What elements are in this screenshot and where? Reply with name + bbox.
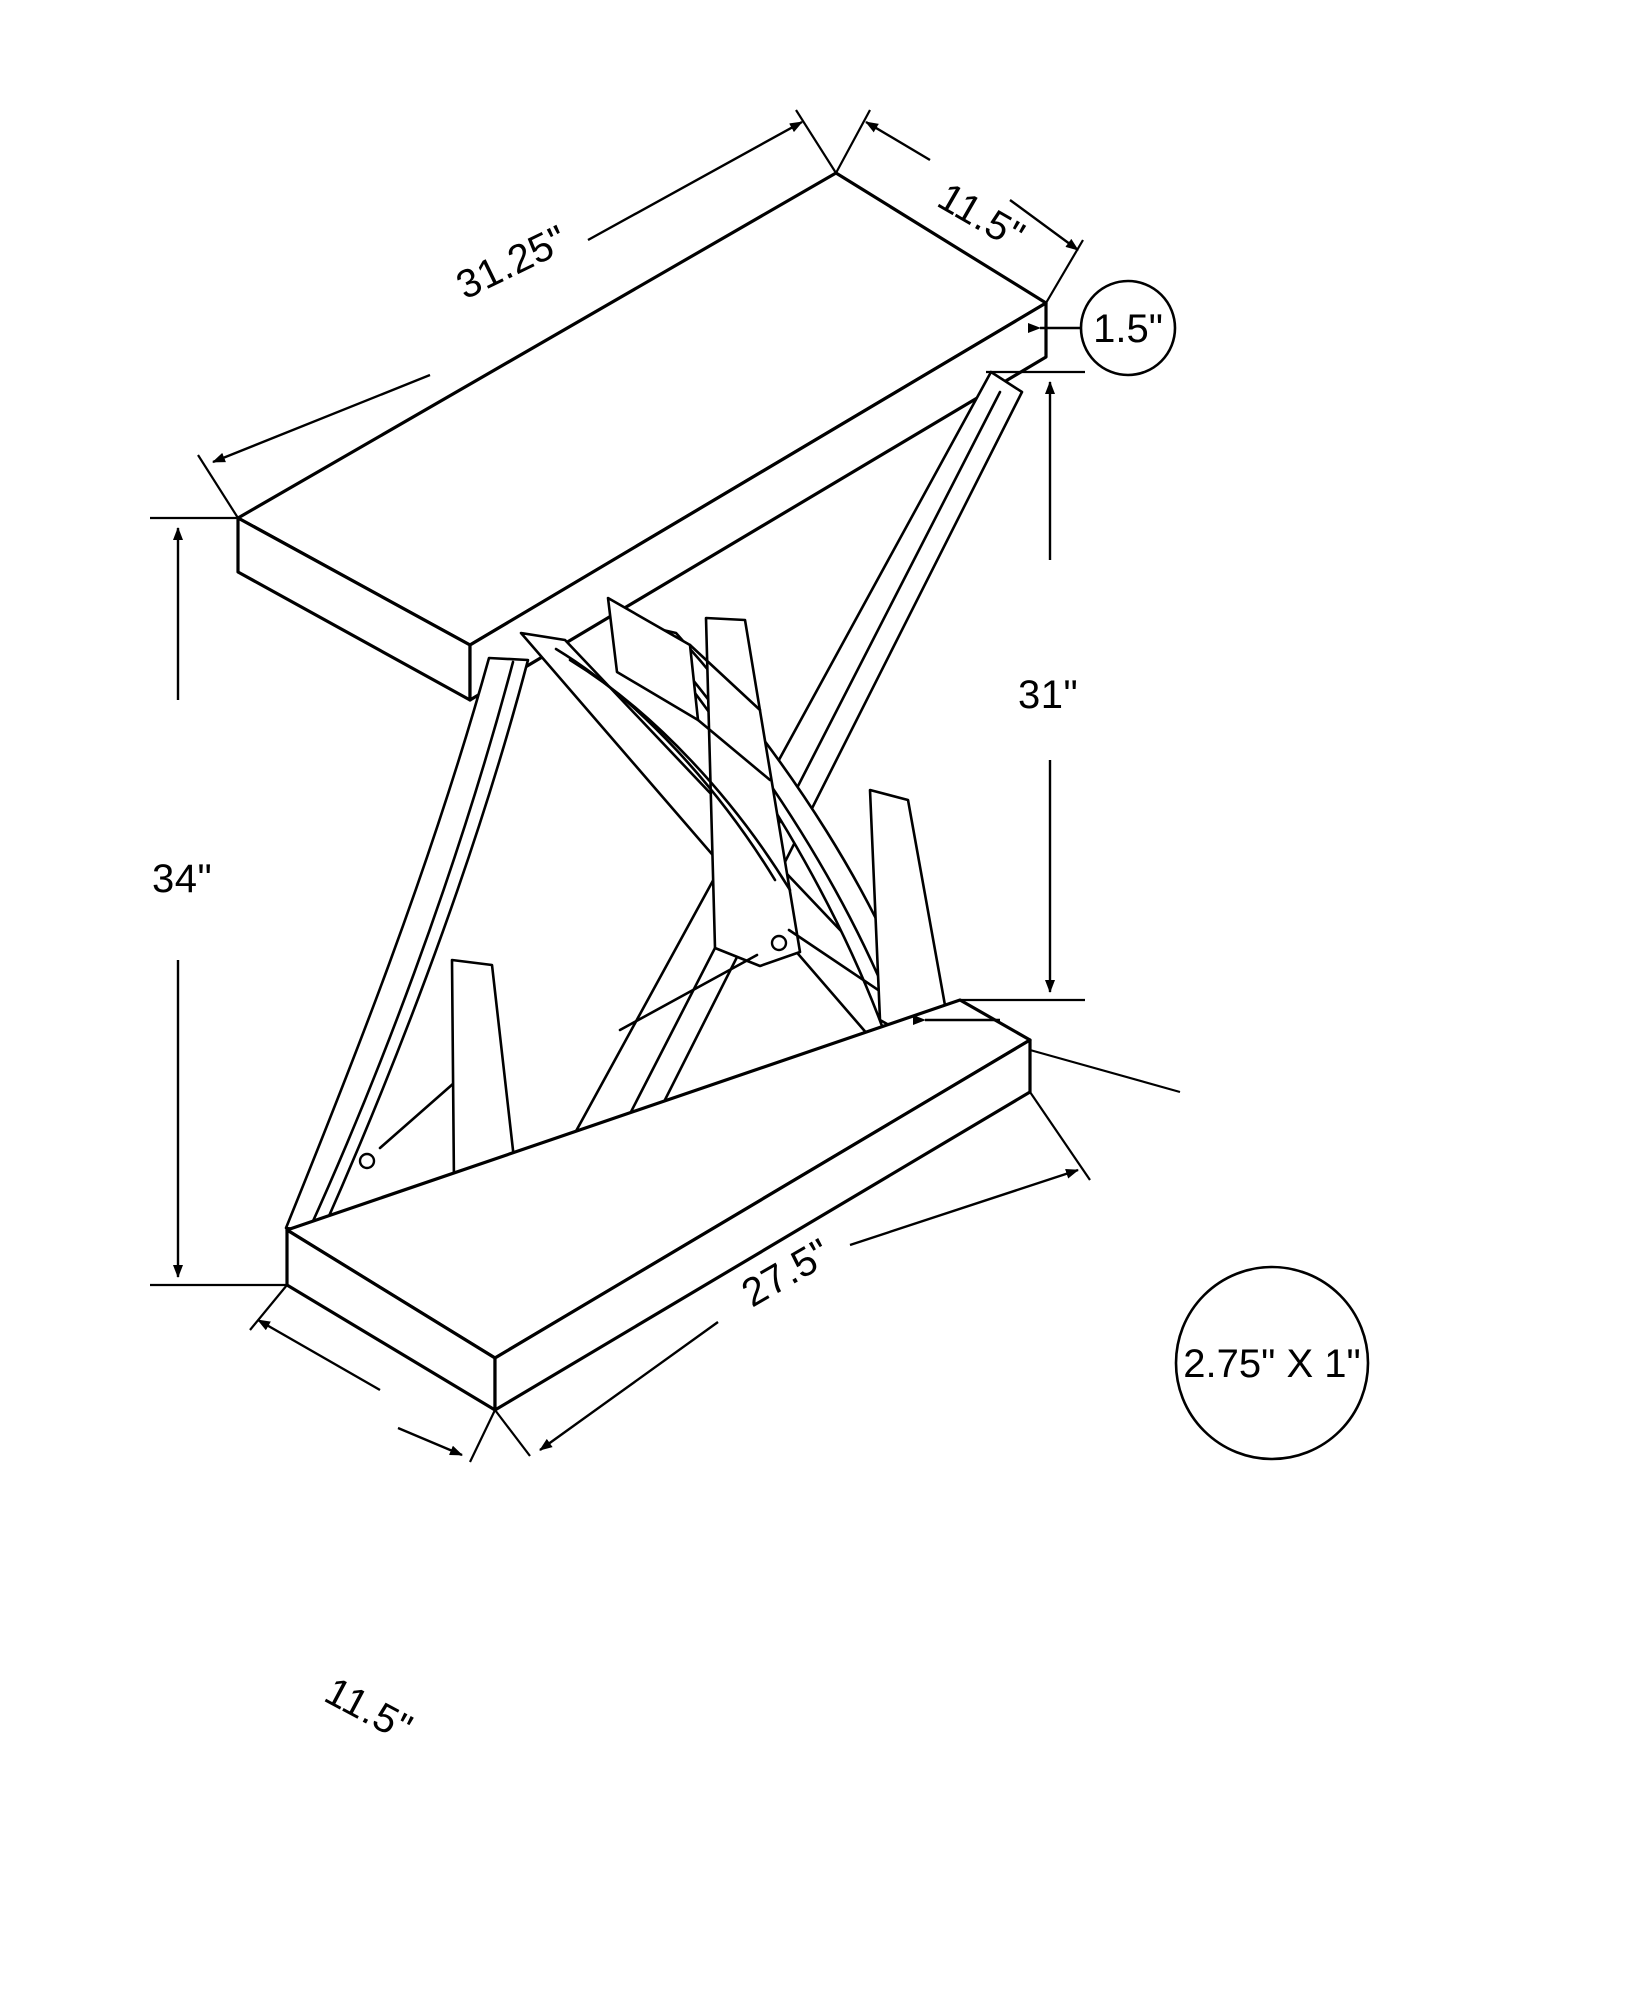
ext-line-depth-a [835,109,871,174]
center-post [704,616,802,968]
dim-label-overall-height: 34" [152,857,212,901]
callout-leg-section: 2.75" X 1" [913,1015,1370,1461]
dim-arrow-base-depth-a [257,1318,381,1392]
screw-hole-left-leg [358,1152,376,1170]
dim-arrow-31-25-b [212,373,431,464]
callout-top-thickness: 1.5" [1028,279,1177,377]
ext-line-31-25-b [197,454,239,519]
dim-arrow-base-depth-b [397,1426,463,1457]
ext-line-31-25-a [795,109,837,174]
dim-label-top-length: 31.25" [450,217,575,308]
dim-arrow-27-5-b [539,1321,719,1451]
ext-line-27-5-b [494,1409,531,1457]
leg-rear-right-lower [868,788,950,1040]
arched-leg-left-crease [307,660,515,1232]
inner-arc-b [568,658,792,892]
callout-label-leg-section: 2.75" X 1" [1183,1342,1360,1386]
callout-circle-leg-section [1174,1265,1370,1461]
ext-line-base-depth-a [249,1284,288,1331]
dim-arrow-depth-b [1009,199,1079,251]
upper-stretcher-edge-2 [696,718,772,782]
dim-arrow-31-25-a [587,120,803,242]
dimension-clearance-height: 31" [960,370,1085,1002]
screw-hole-center-post [770,934,788,952]
callout-leader-leg-section [1029,1048,1181,1094]
ext-line-27-5-a [1029,1091,1091,1181]
dim-label-base-depth: 11.5" [318,1669,420,1751]
callout-circle-1-5 [1079,279,1177,377]
center-post-joint-left [618,953,759,1032]
dim-arrow-depth-a [865,120,931,162]
callout-label-top-thickness: 1.5" [1093,307,1163,351]
dimension-overall-height: 34" [150,516,287,1287]
ext-line-base-depth-b [469,1409,496,1463]
base-plinth [285,998,1032,1412]
upper-stretcher-edge [688,643,762,712]
dim-arrow-27-5-a [849,1168,1079,1247]
dim-label-clearance-height: 31" [1018,673,1078,717]
